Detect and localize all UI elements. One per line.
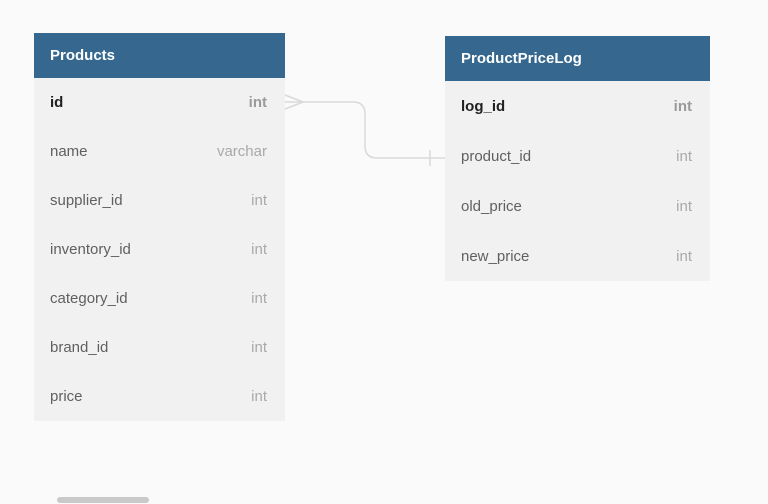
field-type: int	[676, 197, 692, 215]
relationship-connector[interactable]	[284, 94, 445, 166]
field-row-log_id[interactable]: log_id int	[445, 81, 710, 131]
field-type: int	[248, 94, 267, 111]
field-row-old_price[interactable]: old_price int	[445, 181, 710, 231]
table-productpricelog-header[interactable]: ProductPriceLog	[445, 36, 710, 81]
field-type: int	[676, 247, 692, 265]
field-row-id[interactable]: id int	[34, 78, 285, 127]
field-type: int	[676, 147, 692, 165]
crow-foot-icon	[284, 94, 304, 110]
field-name: log_id	[461, 97, 506, 115]
field-type: int	[251, 290, 267, 307]
field-type: varchar	[216, 143, 267, 160]
horizontal-scrollbar-thumb[interactable]	[57, 497, 149, 503]
field-row-product_id[interactable]: product_id int	[445, 131, 710, 181]
field-row-price[interactable]: price int	[34, 372, 285, 421]
field-name: name	[50, 143, 88, 160]
field-row-new_price[interactable]: new_price int	[445, 231, 710, 281]
table-products-header[interactable]: Products	[34, 33, 285, 78]
field-row-name[interactable]: name varchar	[34, 127, 285, 176]
field-name: brand_id	[50, 339, 109, 356]
field-row-category_id[interactable]: category_id int	[34, 274, 285, 323]
field-type: int	[251, 241, 267, 258]
field-name: old_price	[461, 197, 522, 215]
field-name: price	[50, 388, 83, 405]
field-name: inventory_id	[50, 241, 131, 258]
field-name: new_price	[461, 247, 530, 265]
relationship-line[interactable]	[285, 101, 445, 159]
field-name: id	[50, 94, 64, 111]
field-name: category_id	[50, 290, 128, 307]
field-name: supplier_id	[50, 192, 123, 209]
field-row-brand_id[interactable]: brand_id int	[34, 323, 285, 372]
field-type: int	[251, 192, 267, 209]
field-row-inventory_id[interactable]: inventory_id int	[34, 225, 285, 274]
field-type: int	[673, 97, 692, 115]
field-name: product_id	[461, 147, 532, 165]
field-row-supplier_id[interactable]: supplier_id int	[34, 176, 285, 225]
field-type: int	[251, 388, 267, 405]
field-type: int	[251, 339, 267, 356]
